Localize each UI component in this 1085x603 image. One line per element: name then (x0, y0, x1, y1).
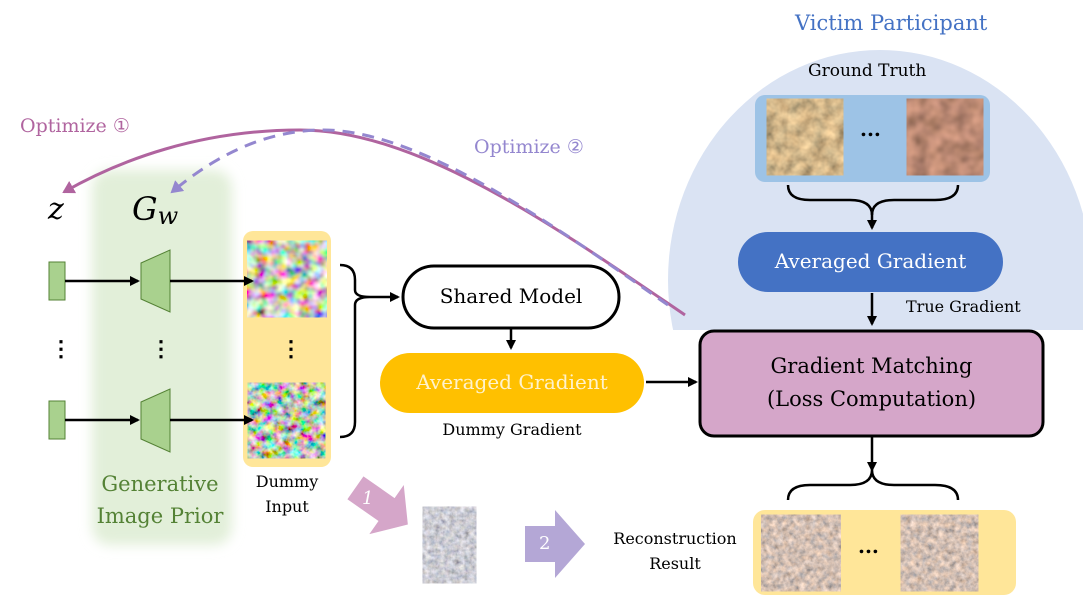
generative-prior-label-1: Generative (101, 472, 219, 496)
step-1-number: 1 (362, 488, 374, 509)
ground-truth-image-dog (913, 105, 977, 169)
latent-z-n (48, 400, 66, 440)
dummy-input-label-2: Input (265, 497, 309, 516)
generator-gw-symbol: Gw (132, 190, 178, 230)
generator-gw-n (140, 388, 171, 453)
intermediate-image (427, 513, 472, 577)
true-gradient-label: True Gradient (906, 297, 1021, 316)
victim-averaged-gradient-pill (738, 232, 1003, 292)
vdots-dummy: ⋮ (280, 336, 302, 362)
dummy-input-brace (339, 263, 371, 439)
dummy-averaged-gradient-pill (380, 353, 644, 413)
dummy-averaged-gradient-label: Averaged Gradient (416, 370, 608, 394)
step-2-number: 2 (539, 533, 551, 554)
optimize-2-label: Optimize ② (474, 136, 584, 158)
generative-prior-background (92, 170, 232, 545)
gradient-matching-label-1: Gradient Matching (770, 354, 973, 378)
optimize-2-curve (170, 128, 669, 307)
dummy-gradient-label: Dummy Gradient (442, 420, 582, 439)
gw-main: G (132, 190, 158, 228)
ground-truth-label: Ground Truth (808, 61, 927, 81)
shared-model-label: Shared Model (439, 284, 583, 308)
vdots-z: ⋮ (50, 336, 72, 362)
victim-participant-title: Victim Participant (795, 11, 988, 35)
reconstruction-image-dog (907, 521, 972, 585)
victim-averaged-gradient-label: Averaged Gradient (774, 249, 967, 273)
latent-z-symbol: z (48, 192, 64, 227)
vdots-gw: ⋮ (150, 336, 172, 362)
ground-truth-ellipsis: ... (860, 117, 881, 141)
dummy-image-n (254, 389, 319, 452)
optimize-1-label: Optimize ① (20, 115, 130, 137)
reconstruction-image-snake (768, 521, 834, 585)
step-2-arrow (525, 510, 585, 578)
dummy-image-1 (254, 247, 320, 311)
reconstruction-ellipsis: ... (858, 534, 879, 558)
generative-prior-label-2: Image Prior (96, 504, 224, 528)
dummy-input-label-1: Dummy (255, 472, 319, 491)
shared-model-pill (401, 264, 621, 330)
step-1-arrow (347, 476, 408, 535)
generator-gw-1 (140, 249, 171, 313)
result-brace (786, 469, 960, 501)
gradient-matching-label-2: (Loss Computation) (766, 387, 977, 411)
latent-z-1 (48, 261, 66, 301)
reconstruction-label-1: Reconstruction (613, 529, 737, 548)
gradient-matching-box (698, 329, 1045, 438)
gw-subscript: w (157, 202, 179, 231)
reconstruction-label-2: Result (649, 554, 701, 573)
ground-truth-image-snake (773, 105, 837, 169)
